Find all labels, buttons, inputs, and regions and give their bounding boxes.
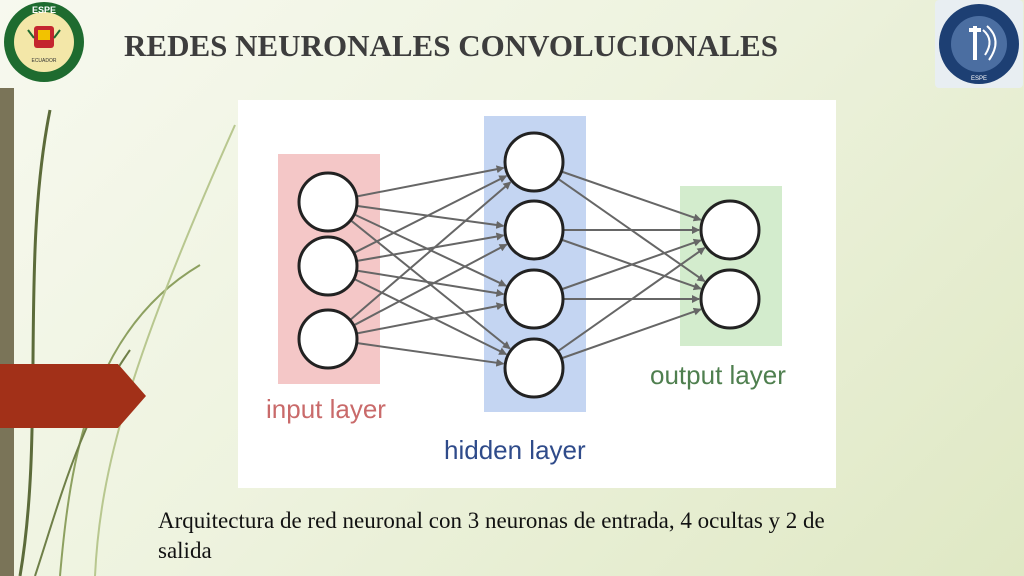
slide-caption: Arquitectura de red neuronal con 3 neuro… (158, 508, 825, 563)
connection-hidden-4-to-output-1 (557, 247, 706, 353)
connection-input-2-to-hidden-3 (356, 269, 505, 297)
hidden-layer-label: hidden layer (444, 435, 586, 465)
accent-arrow-shape (0, 364, 146, 428)
input-neuron-3 (297, 308, 359, 370)
connection-hidden-3-to-output-1 (561, 238, 702, 291)
connection-hidden-4-to-output-2 (561, 307, 702, 360)
output-neuron-1 (699, 199, 761, 261)
slide-title: REDES NEURONALES CONVOLUCIONALES (124, 28, 778, 63)
input-neuron-1 (297, 171, 359, 233)
connection-input-3-to-hidden-2 (353, 243, 508, 327)
connection-input-3-to-hidden-3 (356, 302, 505, 335)
connection-input-3-to-hidden-1 (349, 181, 512, 321)
output-layer-label: output layer (650, 360, 786, 390)
neural-network-diagram: input layer hidden layer output layer (238, 100, 836, 488)
hidden-neuron-4 (503, 337, 565, 399)
connection-input-2-to-hidden-2 (356, 232, 505, 262)
connection-input-1-to-hidden-2 (356, 204, 505, 229)
logo-right-bottom-text: ESPE (971, 76, 987, 82)
electronics-department-logo: ESPE (935, 0, 1023, 88)
connection-hidden-1-to-output-1 (561, 170, 702, 222)
neural-network-svg: input layer hidden layer output layer (266, 116, 786, 465)
connection-input-3-to-hidden-4 (356, 342, 505, 367)
output-neuron-2 (699, 268, 761, 330)
university-crest-logo: ESPE ECUADOR (4, 2, 84, 82)
input-neuron-2 (297, 235, 359, 297)
connection-input-2-to-hidden-1 (353, 175, 508, 254)
hidden-neuron-1 (503, 131, 565, 193)
side-bar (0, 88, 14, 576)
logo-left-inner-text: ECUADOR (31, 58, 56, 64)
connection-input-1-to-hidden-1 (356, 165, 505, 198)
decorative-stems (18, 109, 236, 576)
connection-input-2-to-hidden-4 (353, 277, 508, 356)
hidden-neuron-3 (503, 268, 565, 330)
logo-left-top-text: ESPE (32, 5, 56, 15)
input-layer-label: input layer (266, 394, 386, 424)
hidden-neuron-2 (503, 199, 565, 261)
